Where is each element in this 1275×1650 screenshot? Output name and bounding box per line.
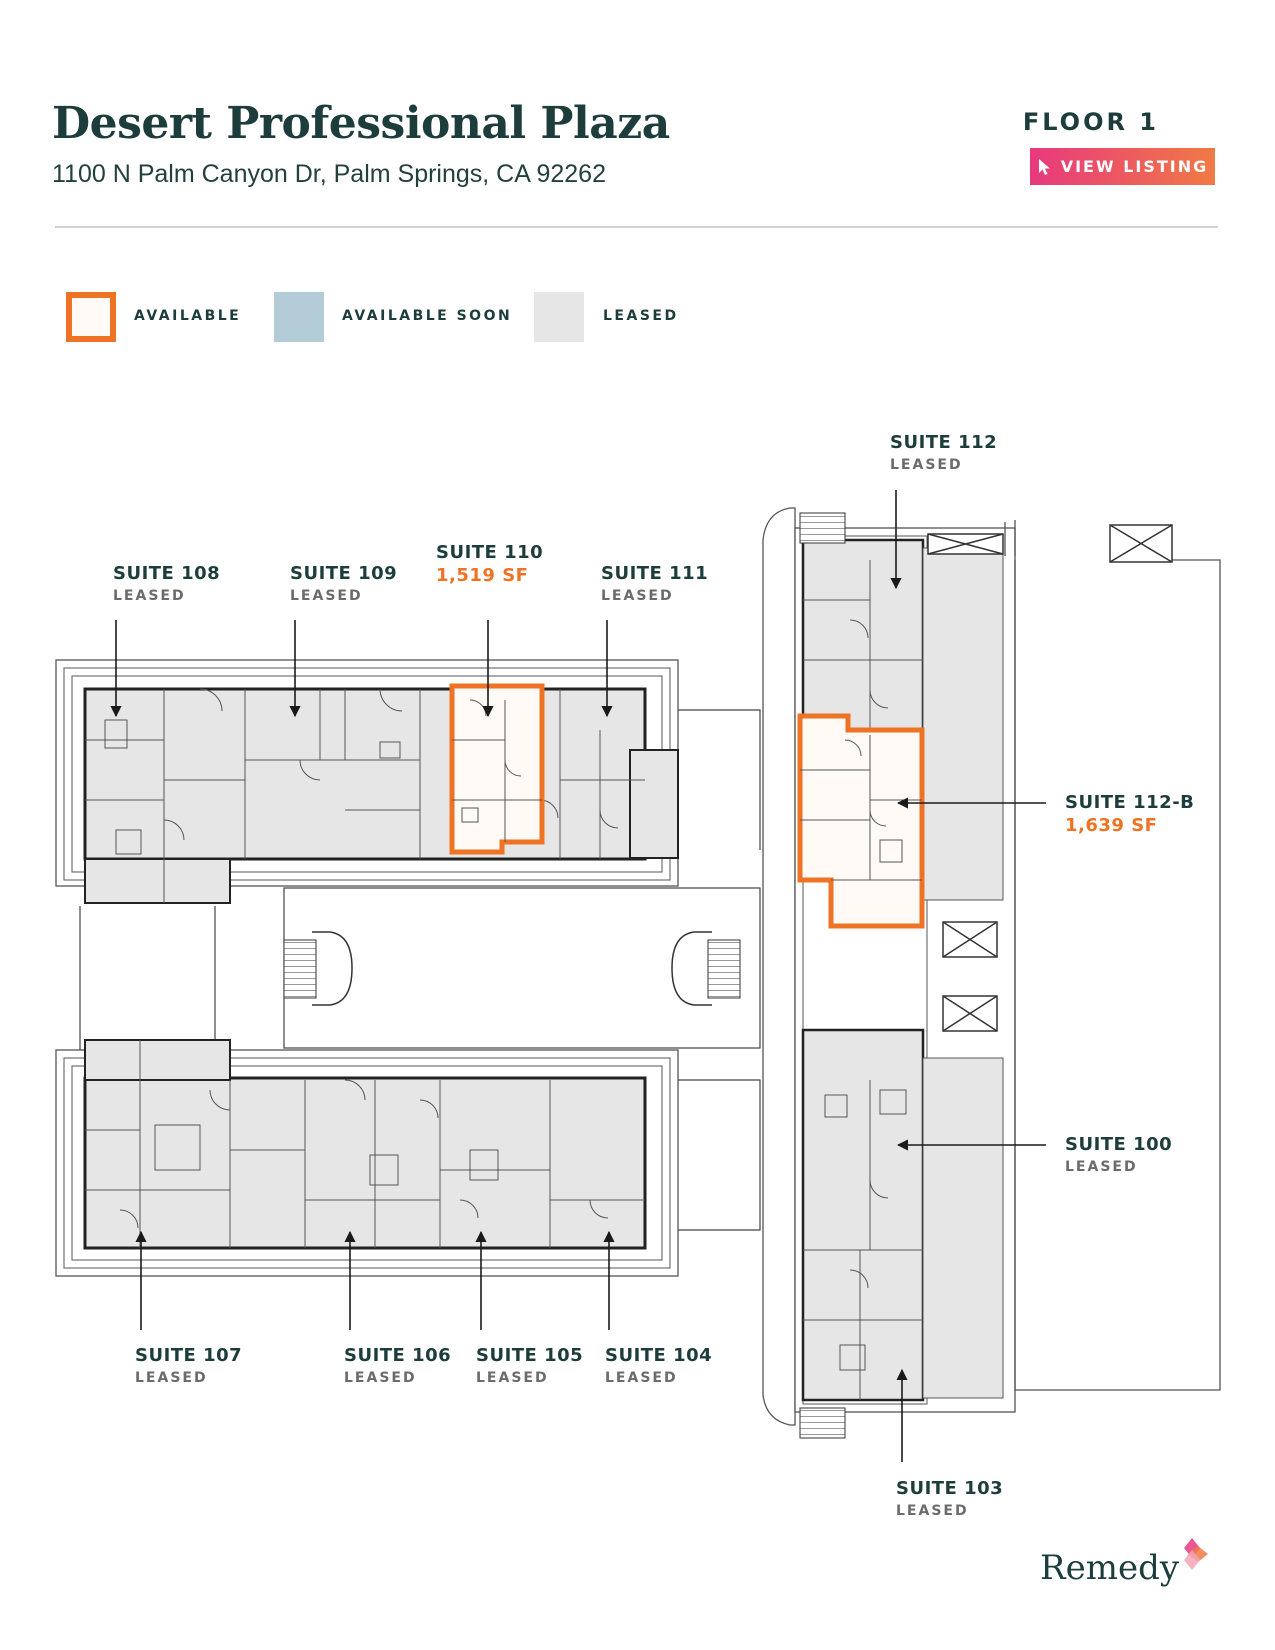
brand-mark-icon [1184,1538,1208,1570]
floor-label: FLOOR 1 [1022,108,1159,136]
suite-111-label[interactable]: SUITE 111 LEASED [601,563,708,604]
suite-name: SUITE 108 [113,563,221,584]
suite-status: LEASED [896,1503,969,1519]
legend-swatch-leased [534,292,584,342]
brand-logo: Remedy [1040,1548,1180,1588]
property-address: 1100 N Palm Canyon Dr, Palm Springs, CA … [52,160,606,188]
east-wing [762,507,1016,1439]
view-listing-label: VIEW LISTING [1060,157,1209,176]
suite-status: LEASED [1065,1159,1138,1175]
header-divider [55,226,1218,228]
cursor-icon [1038,158,1050,175]
suite-name: SUITE 111 [601,563,709,584]
legend-label-leased: LEASED [603,308,679,324]
suite-name: SUITE 105 [476,1345,584,1366]
suite-size: 1,519 SF [436,565,529,586]
suite-112-label[interactable]: SUITE 112 LEASED [890,432,997,473]
hvac-units [927,524,1173,1032]
suite-104-label[interactable]: SUITE 104 LEASED [605,1345,712,1386]
suite-name: SUITE 104 [605,1345,713,1366]
suite-name: SUITE 106 [344,1345,452,1366]
suite-103-label[interactable]: SUITE 103 LEASED [896,1478,1003,1519]
parking-area [1004,520,1221,1391]
suite-name: SUITE 110 [436,542,544,563]
suite-name: SUITE 109 [290,563,398,584]
courtyard-stairs [283,931,741,1006]
suite-100-label[interactable]: SUITE 100 LEASED [1065,1134,1172,1175]
suite-109-label[interactable]: SUITE 109 LEASED [290,563,397,604]
suite-105-label[interactable]: SUITE 105 LEASED [476,1345,583,1386]
suite-110-label[interactable]: SUITE 110 1,519 SF [436,542,543,586]
suite-112b-label[interactable]: SUITE 112-B 1,639 SF [1065,792,1194,836]
suite-108-label[interactable]: SUITE 108 LEASED [113,563,220,604]
suite-name: SUITE 112 [890,432,998,453]
suite-name: SUITE 107 [135,1345,243,1366]
suite-status: LEASED [605,1370,678,1386]
suite-status: LEASED [113,588,186,604]
legend-swatch-available-soon [274,292,324,342]
view-listing-button[interactable]: VIEW LISTING [1030,148,1215,185]
suite-name: SUITE 100 [1065,1134,1173,1155]
suite-name: SUITE 103 [896,1478,1004,1499]
suite-status: LEASED [476,1370,549,1386]
suite-107-label[interactable]: SUITE 107 LEASED [135,1345,242,1386]
north-wing [55,659,679,904]
suite-status: LEASED [135,1370,208,1386]
legend-swatch-available [66,292,116,342]
suite-status: LEASED [601,588,674,604]
suite-status: LEASED [890,457,963,473]
suite-106-label[interactable]: SUITE 106 LEASED [344,1345,451,1386]
legend-label-available-soon: AVAILABLE SOON [342,308,513,324]
suite-size: 1,639 SF [1065,815,1158,836]
suite-name: SUITE 112-B [1065,792,1195,813]
legend-label-available: AVAILABLE [134,308,242,324]
suite-status: LEASED [290,588,363,604]
page-title: Desert Professional Plaza [52,98,670,149]
south-wing [55,1039,679,1277]
suite-arrows [110,490,1046,1462]
suite-status: LEASED [344,1370,417,1386]
